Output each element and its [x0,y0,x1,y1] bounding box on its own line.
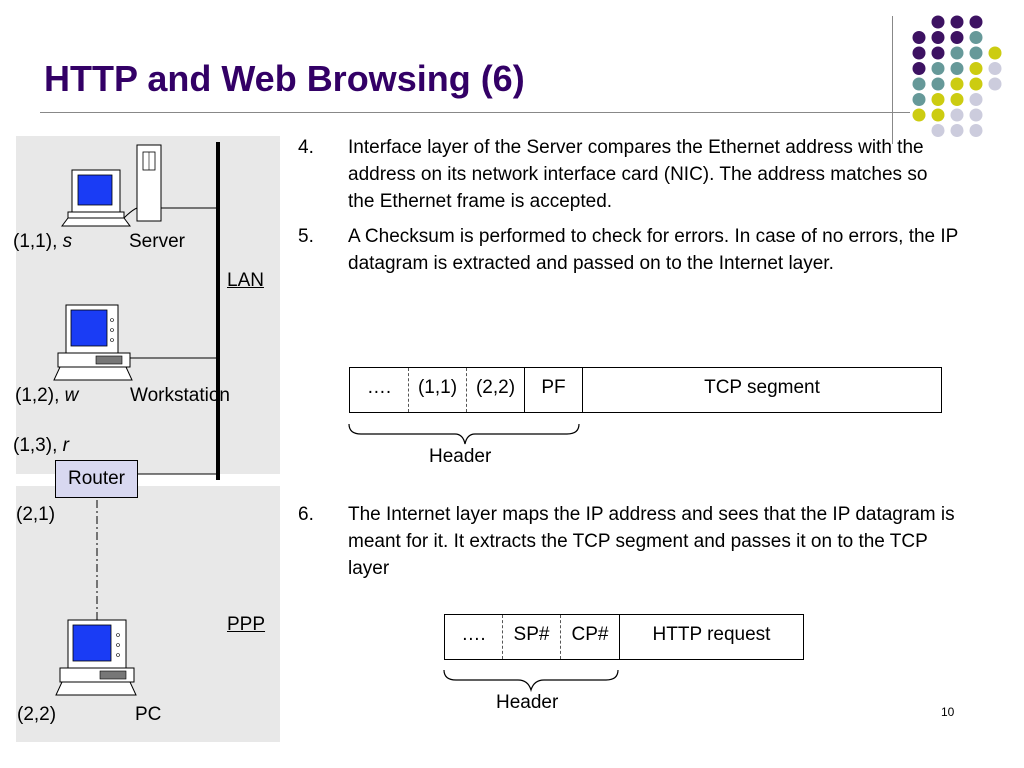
workstation-computer-icon [53,304,133,381]
ip-field-src-address: (2,2) [467,368,525,412]
step-6-text: The Internet layer maps the IP address a… [348,504,955,579]
decor-dot [950,31,964,44]
decor-dot [912,108,926,122]
step-4-text: Interface layer of the Server compares t… [348,137,928,212]
decor-dot [969,46,983,60]
step-6-number: 6. [298,504,314,525]
decor-dot [969,31,983,44]
pc-computer-icon [55,619,137,696]
decor-dot [950,62,964,75]
decor-dot [912,93,926,106]
pc-address-label: (2,2) [17,704,57,725]
step-5-number: 5. [298,226,314,247]
title-divider-horizontal [40,112,910,113]
page-number: 10 [941,705,955,719]
router-lan-address-label: (1,3), r [13,435,69,456]
decor-dot [969,124,983,137]
step-5: 5. A Checksum is performed to check for … [298,223,958,307]
server-computer-icon [61,144,162,227]
tcp-header-label: Header [496,692,559,713]
tcp-header-brace [443,669,619,693]
decor-dot [988,46,1002,60]
network-diagram [53,142,220,696]
tcp-field-ellipsis: …. [445,615,503,659]
step-4-number: 4. [298,137,314,158]
ip-field-ellipsis: …. [350,368,409,412]
decor-dot [988,62,1002,75]
ip-field-dest-address: (1,1) [409,368,467,412]
decor-dot [988,77,1002,91]
lan-label: LAN [227,270,264,291]
dot-grid-decoration [912,15,1002,137]
server-label: Server [129,231,185,252]
ip-field-protocol: PF [525,368,583,412]
decor-dot [931,46,945,60]
tcp-segment-frame: …. SP# CP# HTTP request [444,614,804,660]
decor-dot [950,93,964,106]
decor-dot [931,93,945,106]
decor-dot [969,93,983,106]
decor-dot [969,77,983,91]
decor-dot [931,124,945,137]
decor-dot [931,108,945,122]
router-ppp-address-label: (2,1) [16,504,56,525]
workstation-label: Workstation [130,385,230,406]
decor-dot [931,31,945,44]
decor-dot [969,15,983,29]
page-title: HTTP and Web Browsing (6) [44,58,525,99]
decor-dot [950,77,964,91]
step-6: 6. The Internet layer maps the IP addres… [298,501,958,585]
decor-dot [950,15,964,29]
decor-dot [969,62,983,75]
step-5-text: A Checksum is performed to check for err… [348,226,959,274]
decor-dot [950,46,964,60]
server-address-label: (1,1), s [13,231,73,252]
tcp-field-client-port: CP# [561,615,620,659]
decor-dot [950,108,964,122]
ppp-label: PPP [227,614,266,635]
decor-dot [931,15,945,29]
ppp-panel [16,486,280,742]
title-divider-vertical [892,16,893,144]
pc-label: PC [135,704,162,725]
ip-header-brace [348,423,580,445]
decor-dot [912,77,926,91]
decor-dot [912,46,926,60]
tcp-field-http-request: HTTP request [652,624,771,645]
router-box: Router [55,460,138,498]
decor-dot [969,108,983,122]
ip-field-tcp-segment: TCP segment [704,377,820,398]
step-4: 4. Interface layer of the Server compare… [298,134,958,218]
decor-dot [950,124,964,137]
ip-header-label: Header [429,446,492,467]
ip-datagram-frame: …. (1,1) (2,2) PF TCP segment [349,367,942,413]
tcp-field-source-port: SP# [503,615,561,659]
decor-dot [931,77,945,91]
decor-dot [912,62,926,75]
decor-dot [912,31,926,44]
decor-dot [931,62,945,75]
workstation-address-label: (1,2), w [15,385,79,406]
